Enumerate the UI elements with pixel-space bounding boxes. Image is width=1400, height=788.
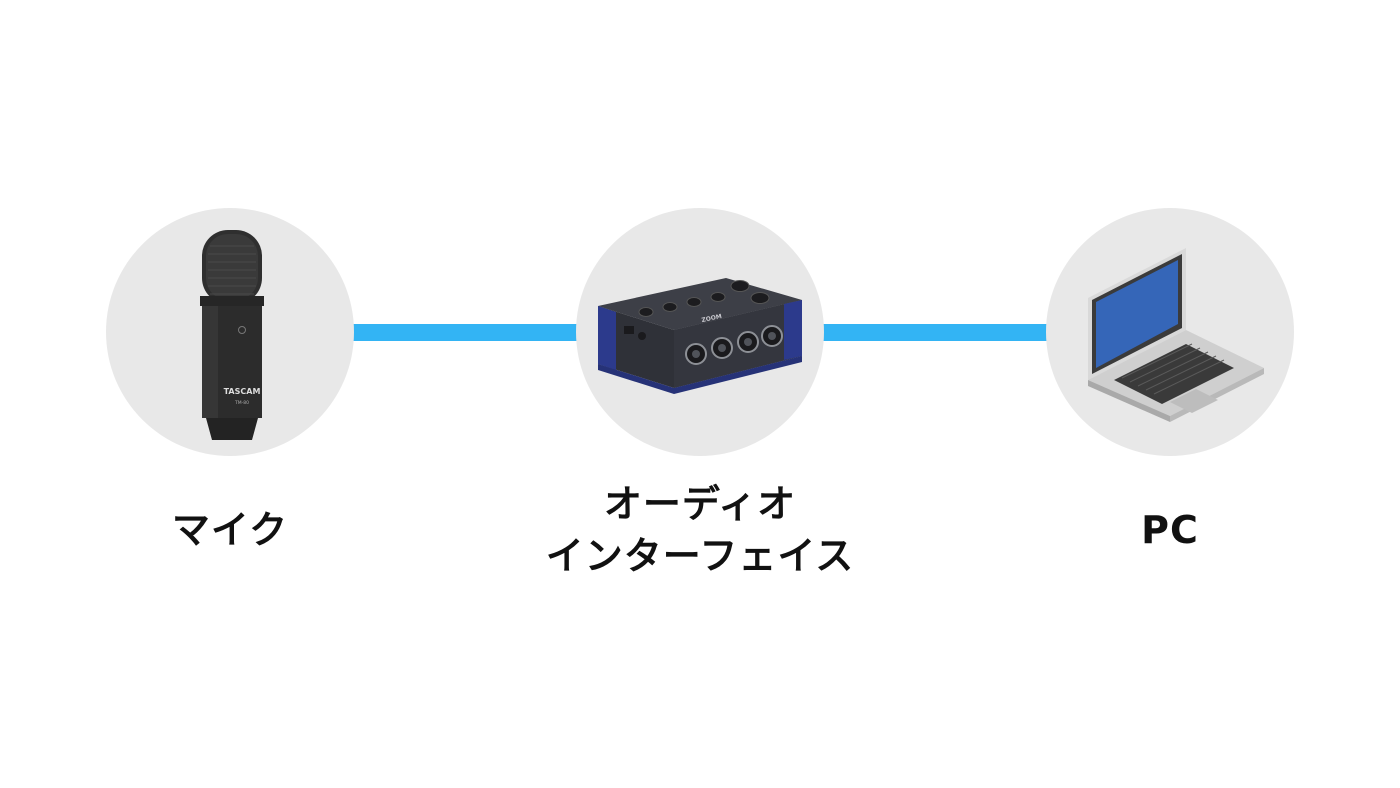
connector-interface-to-pc bbox=[815, 324, 1055, 341]
connector-mic-to-interface bbox=[345, 324, 585, 341]
node-mic: TASCAM TM-80 bbox=[106, 208, 354, 456]
mic-model-text: TM-80 bbox=[234, 400, 249, 406]
label-mic: マイク bbox=[40, 504, 420, 556]
laptop-icon bbox=[1088, 248, 1264, 422]
label-audio-interface: オーディオ インターフェイス bbox=[510, 478, 890, 582]
label-pc-line-1: PC bbox=[1141, 508, 1199, 552]
node-pc bbox=[1046, 208, 1294, 456]
label-audio-interface-line-2: インターフェイス bbox=[545, 534, 855, 578]
interface-brand-text: ZOOM bbox=[701, 313, 723, 324]
label-audio-interface-line-1: オーディオ bbox=[603, 482, 797, 526]
audio-interface-icon: ZOOM bbox=[598, 278, 802, 394]
label-pc: PC bbox=[980, 504, 1360, 556]
mic-brand-text: TASCAM bbox=[224, 387, 261, 396]
condenser-microphone-icon: TASCAM TM-80 bbox=[200, 230, 264, 440]
node-audio-interface: ZOOM bbox=[576, 208, 824, 456]
label-mic-line-1: マイク bbox=[171, 508, 289, 552]
